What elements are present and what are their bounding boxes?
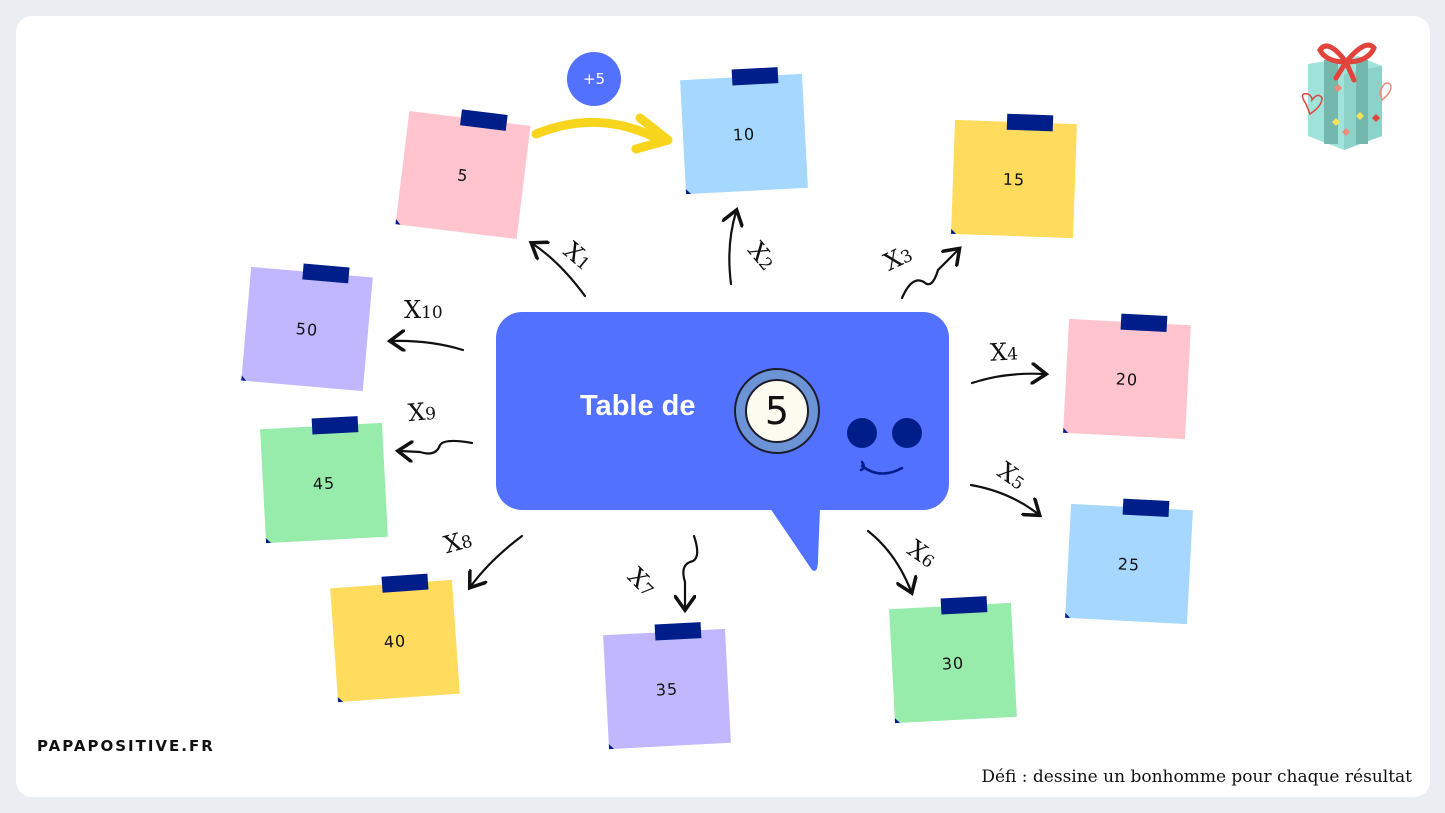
tape bbox=[731, 67, 779, 86]
note-corner bbox=[608, 743, 615, 750]
note-value: 30 bbox=[941, 652, 965, 674]
tape bbox=[1006, 113, 1054, 132]
tape bbox=[302, 263, 350, 284]
tape bbox=[381, 573, 429, 593]
title-text: Table de bbox=[580, 390, 696, 422]
tape bbox=[1122, 498, 1170, 518]
table-number: 5 bbox=[745, 379, 809, 443]
number-coin: 5 bbox=[734, 368, 820, 454]
note-corner bbox=[265, 537, 272, 544]
badge-label: +5 bbox=[582, 70, 606, 88]
gift-box-icon bbox=[1301, 42, 1392, 150]
sticky-note-10: 10 bbox=[680, 67, 808, 195]
sticky-note-50: 50 bbox=[241, 263, 373, 392]
sticky-note-30: 30 bbox=[889, 596, 1017, 724]
challenge-text: Défi : dessine un bonhomme pour chaque r… bbox=[981, 767, 1412, 787]
left-eye-icon bbox=[847, 418, 877, 448]
label-x9: X9 bbox=[406, 397, 438, 428]
sticky-note-15: 15 bbox=[951, 113, 1077, 239]
note-corner bbox=[894, 717, 901, 724]
label-x10: X10 bbox=[404, 296, 443, 324]
note-value: 10 bbox=[732, 123, 756, 145]
sticky-note-20: 20 bbox=[1063, 313, 1191, 440]
note-corner bbox=[337, 696, 344, 703]
label-x4: X4 bbox=[989, 337, 1019, 367]
note-corner bbox=[951, 228, 957, 235]
sticky-note-35: 35 bbox=[603, 622, 731, 750]
title-speech-bubble: Table de 5 bbox=[496, 312, 949, 510]
tape bbox=[311, 416, 359, 435]
tape bbox=[1120, 313, 1168, 333]
note-corner bbox=[1065, 612, 1071, 618]
note-value: 45 bbox=[312, 472, 336, 494]
note-value: 5 bbox=[456, 164, 470, 186]
note-value: 40 bbox=[383, 630, 407, 652]
sticky-note-40: 40 bbox=[330, 573, 460, 703]
note-corner bbox=[395, 219, 402, 225]
note-value: 20 bbox=[1115, 368, 1139, 390]
tape bbox=[940, 596, 988, 615]
smile-icon bbox=[859, 460, 904, 475]
note-value: 50 bbox=[295, 318, 319, 340]
note-corner bbox=[1063, 427, 1069, 433]
right-eye-icon bbox=[892, 418, 922, 448]
note-corner bbox=[241, 375, 247, 381]
plus-five-badge: +5 bbox=[567, 52, 621, 106]
note-value: 25 bbox=[1117, 553, 1141, 575]
note-value: 35 bbox=[655, 678, 679, 700]
note-value: 15 bbox=[1002, 169, 1026, 189]
note-corner bbox=[685, 188, 692, 195]
sticky-note-5: 5 bbox=[395, 109, 531, 240]
brand-logo: PAPAPOSITIVE.FR bbox=[37, 737, 215, 755]
sticky-note-45: 45 bbox=[260, 416, 388, 544]
tape bbox=[654, 622, 702, 641]
sticky-note-25: 25 bbox=[1065, 498, 1193, 625]
